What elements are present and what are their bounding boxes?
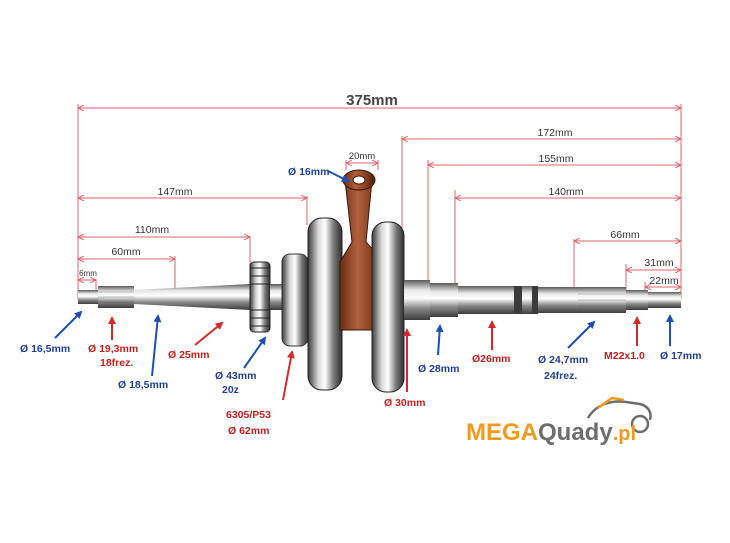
right-shaft-end [648, 292, 681, 308]
label-d17: Ø 17mm [660, 350, 701, 362]
dimension-labels: 375mm 172mm 155mm 147mm 140mm 110mm 66mm… [79, 92, 679, 287]
label-d26: Ø26mm [472, 353, 511, 365]
logo-quady: Quady [538, 419, 613, 446]
logo-mega: MEGA [466, 419, 538, 446]
label-d24-7: Ø 24,7mm [538, 354, 588, 366]
dim-147: 147mm [157, 186, 192, 198]
label-d19-3: Ø 19,3mm [88, 343, 138, 355]
right-thread [626, 290, 648, 310]
label-d18-5: Ø 18,5mm [118, 379, 168, 391]
svg-text:MEGAQuady.pl: MEGAQuady.pl [466, 419, 636, 446]
dim-66: 66mm [610, 229, 639, 241]
dim-31: 31mm [644, 257, 673, 269]
left-bearing [281, 253, 309, 347]
label-d16: Ø 16mm [288, 166, 329, 178]
callout-arrows [54, 170, 674, 401]
dim-155: 155mm [538, 153, 573, 165]
label-thread: M22x1.0 [604, 350, 645, 362]
megaquady-logo: MEGAQuady.pl [466, 396, 652, 446]
dim-overall: 375mm [346, 92, 398, 109]
crankshaft [78, 169, 681, 393]
quad-bike-icon [586, 400, 652, 421]
dim-110: 110mm [135, 224, 169, 236]
timing-sprocket [249, 261, 271, 333]
label-bearing-code: 6305/P53 [226, 409, 271, 421]
left-spline-end [78, 290, 98, 304]
dim-172: 172mm [537, 127, 572, 139]
logo-pl: .pl [613, 423, 636, 445]
label-24frez: 24frez. [544, 370, 577, 382]
right-main-journal [404, 280, 430, 320]
dim-60: 60mm [111, 246, 140, 258]
label-d16-5: Ø 16,5mm [20, 343, 70, 355]
label-d28: Ø 28mm [418, 363, 459, 375]
dim-6: 6mm [79, 269, 97, 278]
left-taper-shaft [134, 284, 250, 310]
label-d62: Ø 62mm [228, 425, 269, 437]
dim-22: 22mm [649, 275, 678, 287]
label-18frez: 18frez. [100, 357, 133, 369]
label-20z: 20z [222, 384, 239, 396]
dim-20: 20mm [349, 151, 375, 162]
label-d25: Ø 25mm [168, 349, 209, 361]
right-crank-web [371, 221, 405, 393]
callout-labels: Ø 16,5mm Ø 19,3mm 18frez. Ø 18,5mm Ø 25m… [20, 166, 701, 437]
left-crank-web [307, 217, 343, 391]
label-d30: Ø 30mm [384, 397, 425, 409]
label-d43: Ø 43mm [215, 370, 256, 382]
dim-140: 140mm [548, 186, 583, 198]
dimension-lines [78, 108, 681, 287]
